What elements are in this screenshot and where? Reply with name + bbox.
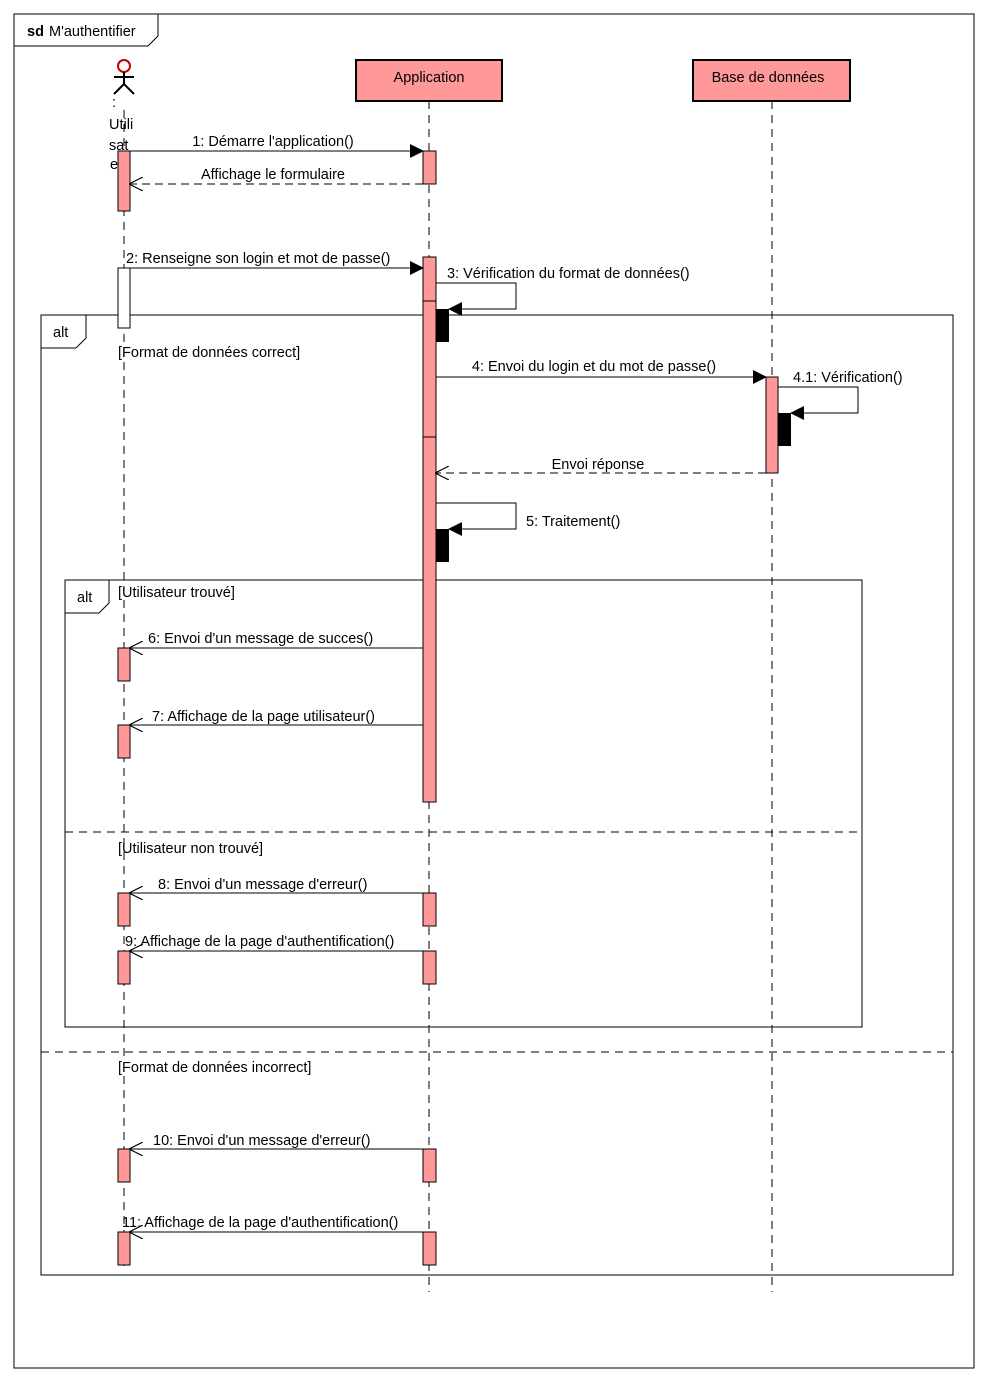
actor-label-line-1: : — [112, 95, 116, 111]
message-5-arrow — [436, 502, 517, 536]
app-self-activation-5 — [436, 529, 449, 562]
application-header-label: Application — [394, 70, 465, 86]
db-activation-1 — [765, 376, 779, 474]
application-header-box[interactable] — [355, 59, 503, 102]
actor-activation-1 — [117, 150, 131, 212]
message-10-label: 10: Envoi d'un message d'erreur() — [153, 1133, 371, 1149]
message-2-label: 2: Renseigne son login et mot de passe() — [126, 251, 390, 267]
message-8-label: 8: Envoi d'un message d'erreur() — [158, 877, 367, 893]
inner-alt-guard-1: [Utilisateur trouvé] — [118, 585, 235, 601]
inner-alt-operator: alt — [77, 590, 92, 606]
actor-label-line-2: Utili — [109, 117, 133, 133]
frame-title-tab — [14, 14, 159, 47]
database-header-box[interactable] — [692, 59, 851, 102]
actor-activation-4 — [117, 724, 131, 759]
outer-alt-operator: alt — [53, 325, 68, 341]
db-self-activation — [778, 413, 791, 446]
inner-alt-guard-2: [Utilisateur non trouvé] — [118, 841, 263, 857]
message-41-label: 4.1: Vérification() — [793, 370, 903, 386]
message-9-label: 9: Affichage de la page d'authentificati… — [125, 934, 394, 950]
frame-title: M'authentifier — [49, 24, 136, 40]
outer-alt-tab — [41, 315, 87, 349]
app-self-activation-3 — [436, 309, 449, 342]
app-activation-1 — [422, 150, 437, 185]
app-activation-main — [422, 256, 437, 803]
inner-alt-fragment — [64, 579, 863, 1028]
app-activation-4 — [422, 1148, 437, 1183]
message-1-label: 1: Démarre l'application() — [192, 134, 354, 150]
actor-activation-3 — [117, 647, 131, 682]
actor-body — [113, 72, 135, 95]
message-3-label: 3: Vérification du format de données() — [447, 266, 690, 282]
outer-alt-fragment — [40, 314, 954, 1276]
actor-activation-2 — [117, 267, 131, 329]
actor-activation-6 — [117, 950, 131, 985]
message-6-label: 6: Envoi d'un message de succes() — [148, 631, 373, 647]
outer-alt-guard-1: [Format de données correct] — [118, 345, 300, 361]
app-activation-2 — [422, 892, 437, 927]
actor-activation-5 — [117, 892, 131, 927]
message-11-label: 11: Affichage de la page d'authentificat… — [122, 1215, 398, 1231]
app-activation-3 — [422, 950, 437, 985]
actor-label-line-4: e — [110, 157, 118, 173]
actor-activation-8 — [117, 1231, 131, 1266]
inner-alt-tab — [65, 580, 110, 614]
message-7-label: 7: Affichage de la page utilisateur() — [152, 709, 375, 725]
reply-4-label: Envoi réponse — [552, 457, 645, 473]
message-3-arrow — [436, 282, 517, 316]
outer-alt-guard-2: [Format de données incorrect] — [118, 1060, 311, 1076]
message-41-arrow — [778, 386, 859, 420]
message-5-label: 5: Traitement() — [526, 514, 620, 530]
reply-1-label: Affichage le formulaire — [201, 167, 345, 183]
actor-activation-7 — [117, 1148, 131, 1183]
diagram-frame — [13, 13, 975, 1369]
frame-keyword: sd — [27, 24, 44, 40]
database-header-label: Base de données — [712, 70, 825, 86]
actor-label-line-3: sat — [109, 138, 128, 154]
app-activation-5 — [422, 1231, 437, 1266]
message-4-label: 4: Envoi du login et du mot de passe() — [472, 359, 716, 375]
